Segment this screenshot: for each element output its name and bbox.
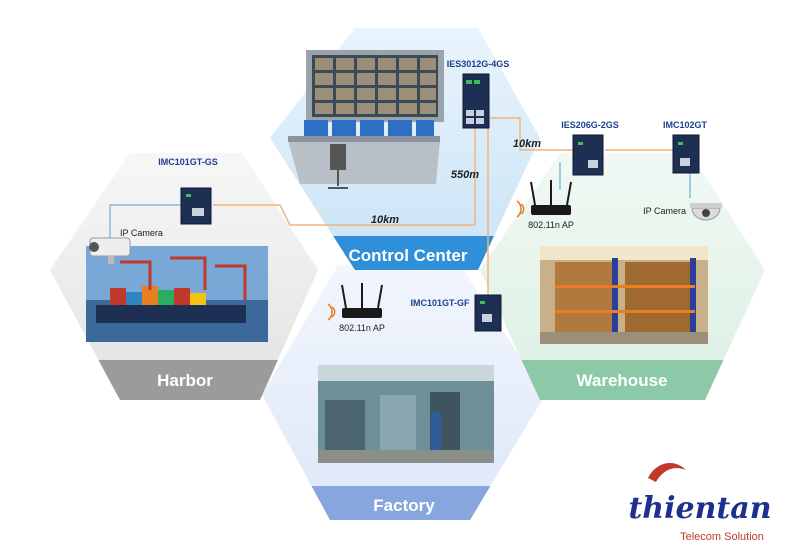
harbor-photo — [86, 246, 268, 342]
imc101gs-converter — [180, 187, 212, 225]
harbor-label: Harbor — [157, 371, 213, 390]
ies206-label: IES206G-2GS — [561, 120, 619, 130]
wireless-ap-warehouse — [516, 180, 572, 218]
imc101gs-label: IMC101GT-GS — [158, 157, 218, 167]
dome-camera-icon — [690, 203, 722, 221]
bullet-camera-icon — [89, 237, 131, 264]
wireless-ap-factory — [327, 283, 383, 321]
distance-harbor: 10km — [371, 214, 399, 226]
logo-tagline: Telecom Solution — [680, 531, 764, 543]
ies3012-label: IES3012G-4GS — [447, 59, 510, 69]
ip-camera-warehouse-label: IP Camera — [643, 206, 686, 216]
control-center-label: Control Center — [349, 246, 468, 265]
ies3012-switch — [462, 73, 490, 129]
ip-camera-harbor-label: IP Camera — [120, 228, 163, 238]
imc102-label: IMC102GT — [663, 120, 708, 130]
warehouse-label: Warehouse — [576, 371, 667, 390]
imc101gf-label: IMC101GT-GF — [410, 298, 470, 308]
imc101gf-converter — [474, 294, 502, 332]
warehouse-photo — [540, 246, 708, 344]
distance-warehouse: 10km — [513, 138, 541, 150]
ies206-switch — [572, 134, 604, 176]
operator-console — [288, 120, 440, 189]
copper-links — [109, 162, 691, 238]
ap-warehouse-label: 802.11n AP — [528, 220, 574, 230]
factory-label: Factory — [373, 496, 435, 515]
thientan-logo: thientan Telecom Solution — [628, 463, 772, 543]
distance-factory: 550m — [451, 169, 479, 181]
ap-factory-label: 802.11n AP — [339, 323, 385, 333]
logo-wordmark: thientan — [628, 491, 771, 526]
video-wall — [306, 50, 444, 122]
imc102-converter — [672, 134, 700, 174]
factory-photo — [318, 365, 494, 463]
